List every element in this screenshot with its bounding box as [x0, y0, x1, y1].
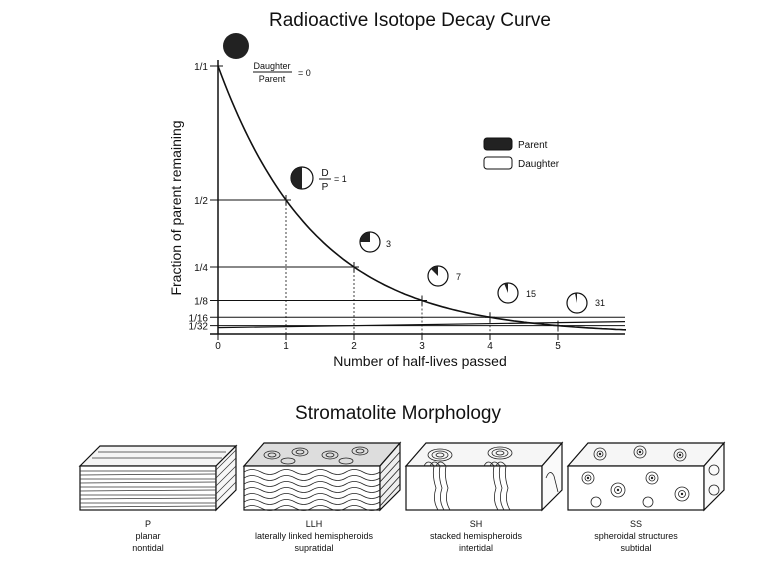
x-tick-label: 0: [215, 341, 221, 352]
caption-ss-code: SS: [630, 519, 642, 529]
reference-lines: [217, 199, 626, 334]
y-tick-label: 1/1: [194, 62, 208, 73]
pie-label-3: 3: [386, 239, 391, 249]
pie-ratio-31: [566, 292, 588, 314]
y-tick-label: 1/32: [189, 322, 209, 333]
pie-ratio-15: [497, 282, 519, 304]
y-tick-label: 1/8: [194, 297, 208, 308]
decay-curve: [217, 65, 627, 331]
pie-ratio-7: [427, 265, 449, 287]
legend-parent-swatch: [483, 137, 513, 151]
dp-numerator: D: [321, 168, 328, 179]
block-planar: [78, 444, 238, 512]
caption-llh-code: LLH: [306, 519, 323, 529]
decay-chart-title: Radioactive Isotope Decay Curve: [269, 10, 551, 31]
caption-sh-code: SH: [470, 519, 483, 529]
legend-daughter-label: Daughter: [518, 159, 560, 170]
block-sh: [404, 441, 564, 512]
ratio-equals: = 0: [298, 68, 311, 78]
pie-label-31: 31: [595, 298, 605, 308]
x-tick-label: 1: [283, 341, 289, 352]
caption-sh-setting: intertidal: [459, 543, 493, 553]
ratio-denominator: Parent: [259, 74, 286, 84]
caption-p-code: P: [145, 519, 151, 529]
caption-p-setting: nontidal: [132, 543, 164, 553]
caption-ss-name: spheroidal structures: [594, 531, 678, 541]
y-tick-label: 1/16: [189, 313, 209, 324]
x-tick-label: 5: [555, 341, 561, 352]
pie-ratio-3: [359, 231, 381, 253]
block-llh: [242, 441, 402, 512]
block-ss: [566, 441, 726, 512]
parent-full-disk: [223, 33, 249, 59]
x-tick-labels: 0 1 2 3 4 5: [215, 334, 561, 352]
caption-sh-name: stacked hemispheroids: [430, 531, 523, 541]
y-tick-label: 1/2: [194, 196, 208, 207]
x-tick-label: 3: [419, 341, 425, 352]
x-axis-label: Number of half-lives passed: [333, 353, 507, 369]
pie-label-7: 7: [456, 272, 461, 282]
asymptote-line: [217, 321, 626, 329]
y-tick-label: 1/4: [194, 263, 208, 274]
x-tick-label: 2: [351, 341, 357, 352]
stromatolite-title: Stromatolite Morphology: [295, 403, 501, 424]
y-axis-label: Fraction of parent remaining: [168, 120, 184, 295]
caption-p-name: planar: [135, 531, 160, 541]
ratio-numerator: Daughter: [253, 61, 290, 71]
caption-ss-setting: subtidal: [620, 543, 651, 553]
y-tick-labels: 1/1 1/2 1/4 1/8 1/161/32: [189, 62, 218, 333]
legend-daughter-swatch: [483, 156, 513, 170]
x-tick-label: 4: [487, 341, 493, 352]
legend-parent-label: Parent: [518, 140, 548, 151]
dp-denominator: P: [322, 182, 329, 193]
pie-ratio-1: [290, 166, 314, 190]
caption-llh-setting: supratidal: [294, 543, 333, 553]
dp-equals: = 1: [334, 174, 347, 184]
pie-label-15: 15: [526, 289, 536, 299]
caption-llh-name: laterally linked hemispheroids: [255, 531, 374, 541]
curve-points: [213, 61, 563, 331]
